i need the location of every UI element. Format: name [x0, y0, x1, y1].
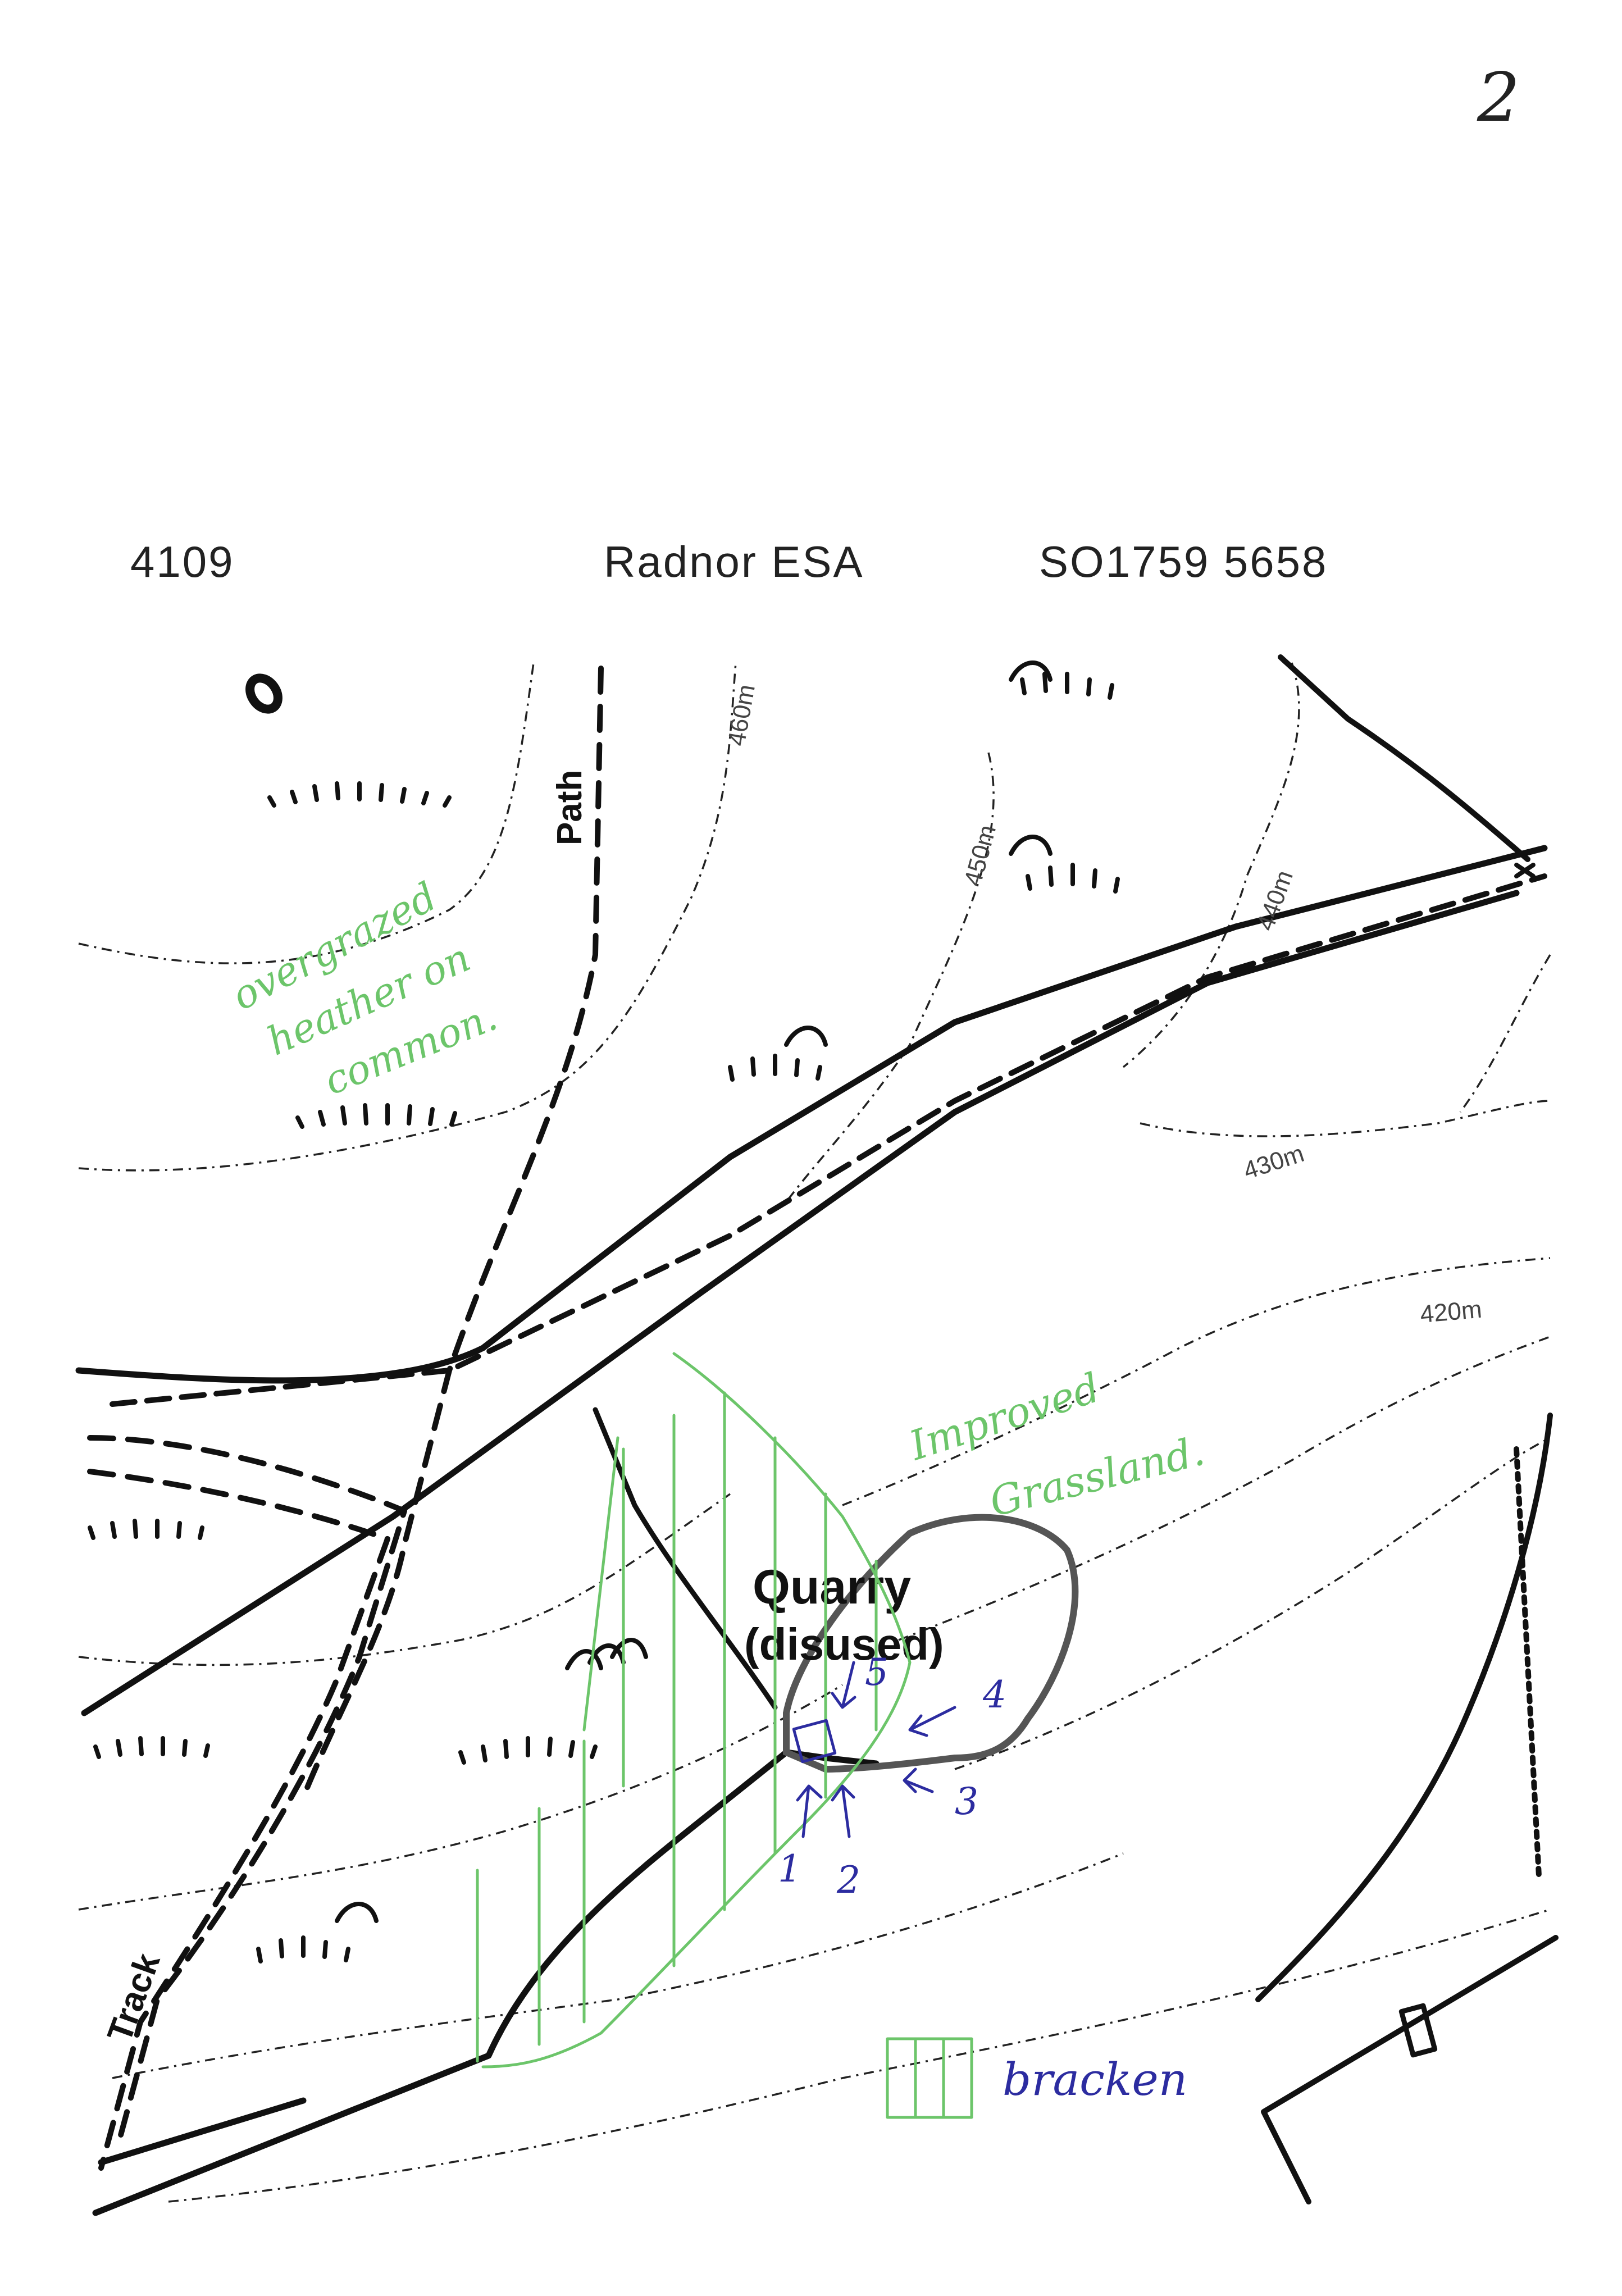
legend-bracken-label: bracken [1003, 2053, 1187, 2106]
footpath [300, 666, 604, 1800]
path-label: Path [550, 770, 589, 845]
viewpoint-1-label: 1 [778, 1847, 801, 1890]
contour-label-450: 450m [959, 822, 1001, 889]
viewpoint-3-label: 3 [955, 1780, 978, 1823]
contour-lines [78, 662, 1551, 2203]
contour-label-430: 430m [1240, 1140, 1307, 1185]
improved-line-2: Grassland. [985, 1427, 1209, 1526]
annotation-improved: Improved Grassland. [903, 1364, 1209, 1525]
photo-viewpoints: 1 2 3 4 5 [778, 1651, 1006, 1902]
site-name: Radnor ESA [604, 537, 864, 586]
viewpoint-5-label: 5 [865, 1651, 889, 1694]
viewpoint-4-label: 4 [982, 1673, 1006, 1716]
bracken-area [476, 1352, 973, 2119]
track [87, 1435, 407, 2171]
annotation-overgrazed: overgrazed heather on common. [224, 873, 503, 1104]
contour-label-460: 460m [723, 682, 760, 748]
contour-label-420: 420m [1419, 1296, 1483, 1328]
rock-hachures [88, 660, 1536, 1964]
field-boundaries [593, 654, 1559, 2204]
quarry-outline [783, 1514, 1079, 1773]
lower-road [92, 1749, 880, 2216]
grid-reference: SO1759 5658 [1039, 537, 1328, 586]
quarry-label: Quarry [753, 1560, 911, 1614]
page-number: 2 [1477, 59, 1520, 137]
site-reference: 4109 [130, 537, 235, 586]
viewpoint-2-label: 2 [836, 1858, 860, 1902]
contour-label-440: 440m [1251, 867, 1298, 934]
improved-line-1: Improved [903, 1364, 1105, 1470]
main-road [75, 845, 1548, 1716]
